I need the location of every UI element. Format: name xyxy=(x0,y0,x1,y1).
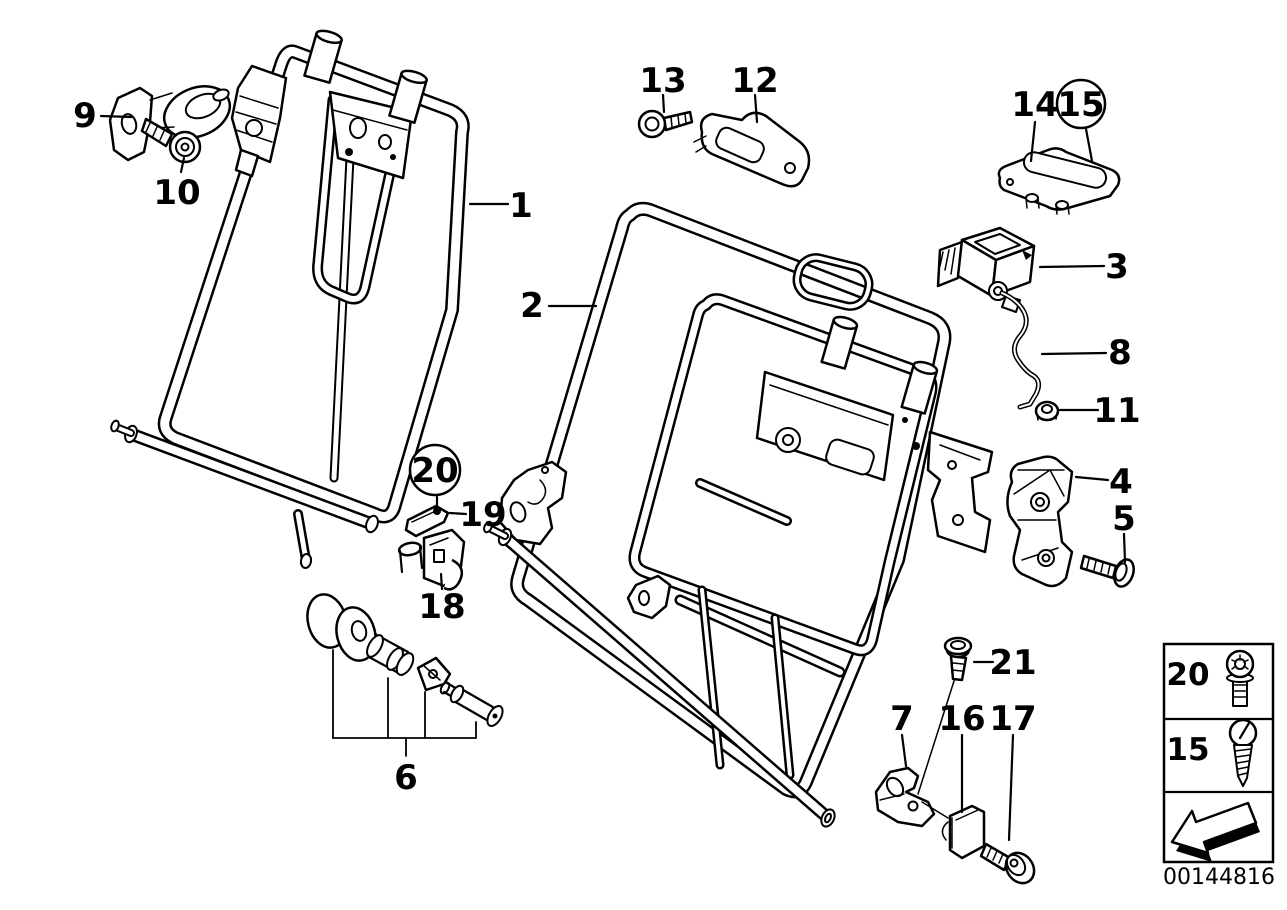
callout-11[interactable]: 11 xyxy=(1093,391,1140,431)
frame-1-drawing xyxy=(110,29,470,569)
callout-3[interactable]: 3 xyxy=(1105,247,1129,287)
callout-18[interactable]: 18 xyxy=(418,587,465,627)
part-17-screw-icon xyxy=(979,842,1036,885)
leader-lines xyxy=(99,93,1127,842)
leader-14 xyxy=(1029,120,1037,163)
callout-16[interactable]: 16 xyxy=(938,699,985,739)
direction-arrow-icon xyxy=(1170,801,1260,862)
part-6-bushing-set-icon xyxy=(306,593,504,727)
callout-4[interactable]: 4 xyxy=(1109,462,1133,502)
part-14-15-mounting-plate-icon xyxy=(997,147,1121,215)
leader-18 xyxy=(439,572,444,591)
callout-5[interactable]: 5 xyxy=(1112,499,1136,539)
leader-3 xyxy=(1038,264,1106,269)
leader-12 xyxy=(753,93,759,124)
part-16-clamp-icon xyxy=(921,801,986,860)
frame-2-headrest-sleeve-right xyxy=(900,360,939,415)
part-13-screw-icon xyxy=(637,109,694,139)
frame-1-headrest-sleeve-right xyxy=(388,69,428,124)
leader-8 xyxy=(1040,351,1108,356)
part-18-cable-holder-icon xyxy=(397,528,466,591)
part-11-nut-icon xyxy=(1034,400,1060,422)
callout-6[interactable]: 6 xyxy=(394,758,418,798)
frame-1-headrest-sleeve-left xyxy=(303,29,343,84)
callout-2[interactable]: 2 xyxy=(520,286,544,326)
frame-2-headrest-sleeve-left xyxy=(820,315,859,370)
part-19-clip-icon xyxy=(404,504,450,538)
callout-7[interactable]: 7 xyxy=(890,699,914,739)
leader-19 xyxy=(448,511,468,516)
leader-17 xyxy=(1007,733,1015,842)
callout-8[interactable]: 8 xyxy=(1108,333,1132,373)
frame-2-hook-bracket-lower xyxy=(626,574,672,620)
legend: 20 15 00 xyxy=(1162,642,1275,890)
frame-2-hook-bracket-upper xyxy=(498,460,568,546)
frame-2-latch-loop xyxy=(792,253,874,311)
leader-13 xyxy=(661,93,666,114)
legend-row-15-label: 15 xyxy=(1166,732,1209,768)
part-5-bolt-icon xyxy=(1079,554,1135,588)
callout-13[interactable]: 13 xyxy=(639,61,686,101)
leader-6-bracket xyxy=(332,649,477,757)
callout-14[interactable]: 14 xyxy=(1011,85,1058,125)
part-7-bracket-icon xyxy=(874,766,936,828)
callout-20[interactable]: 20 xyxy=(411,451,458,491)
callout-12[interactable]: 12 xyxy=(731,61,778,101)
leader-5 xyxy=(1122,532,1127,564)
legend-row-20-label: 20 xyxy=(1166,657,1209,693)
leader-9 xyxy=(99,114,134,119)
tapping-screw-icon xyxy=(1228,718,1258,787)
callout-labels: 1 2 3 4 5 6 7 8 9 10 11 12 13 14 15 16 1… xyxy=(73,61,1141,798)
callout-21[interactable]: 21 xyxy=(989,643,1036,683)
leader-7 xyxy=(900,733,908,768)
callout-20-circle xyxy=(408,443,462,497)
frame-2-drawing xyxy=(483,201,994,828)
callout-10[interactable]: 10 xyxy=(153,173,200,213)
leader-4 xyxy=(1074,475,1110,482)
callout-9[interactable]: 9 xyxy=(73,96,97,136)
torx-screw-icon xyxy=(1225,649,1255,707)
callout-15-circle xyxy=(1055,78,1107,130)
frame-1-hinge-bracket xyxy=(230,64,288,178)
part-9-loop-bracket-icon xyxy=(108,85,232,162)
image-code: 00144816 xyxy=(1163,865,1275,890)
callout-17[interactable]: 17 xyxy=(989,699,1036,739)
part-3-latch-icon xyxy=(936,226,1036,313)
part-21-screw-icon xyxy=(917,636,973,795)
part-12-release-lever-icon xyxy=(693,111,811,188)
leader-10 xyxy=(179,156,186,174)
leader-15 xyxy=(1084,127,1094,163)
part-8-wire-icon xyxy=(999,290,1042,410)
part-10-screw-icon xyxy=(140,117,202,164)
callout-19[interactable]: 19 xyxy=(459,495,506,535)
callout-1[interactable]: 1 xyxy=(509,186,533,226)
part-4-striker-bracket-icon xyxy=(1006,455,1074,588)
frame-2-side-mount-bracket xyxy=(902,417,994,554)
callout-15[interactable]: 15 xyxy=(1057,85,1104,125)
